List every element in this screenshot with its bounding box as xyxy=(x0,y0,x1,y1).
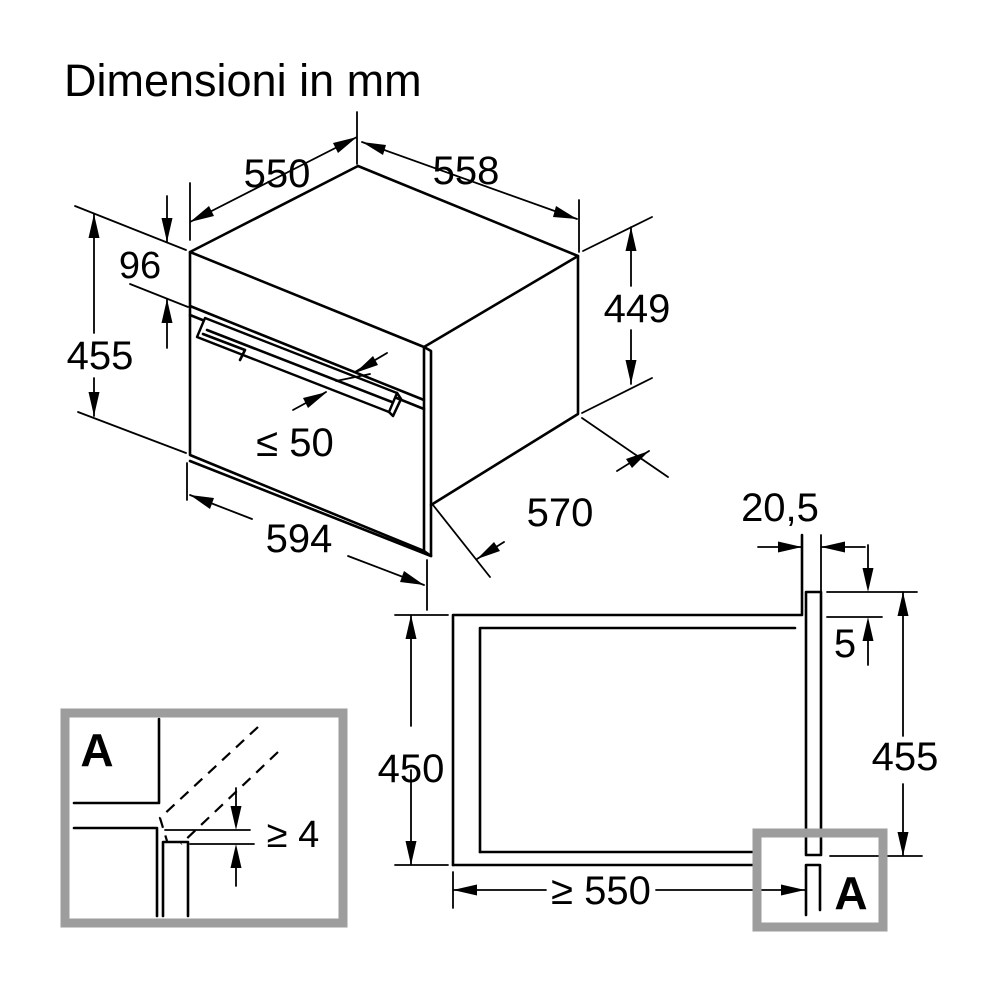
detail-open-door-dashed xyxy=(158,726,279,845)
detail-callout-box xyxy=(752,828,888,932)
dim-front-overhang: 20,5 xyxy=(741,486,819,530)
cabinet-outer-outline xyxy=(451,533,804,867)
detail-label: A xyxy=(80,724,113,776)
appliance-front-frame xyxy=(804,590,823,857)
dim-body-depth: 570 xyxy=(527,491,594,535)
detail-callout-label: A xyxy=(834,867,867,919)
cabinet-bottom-panel xyxy=(451,850,759,867)
dim-panel-height: 96 xyxy=(119,245,161,287)
dim-front-height: 455 xyxy=(67,334,134,378)
door-handle-mount xyxy=(201,332,247,362)
oven-door-bottom-edge xyxy=(188,459,433,558)
dim-top-overlap: 5 xyxy=(834,622,856,666)
dim-niche-depth: ≥ 550 xyxy=(551,869,651,913)
cabinet-inner-outline xyxy=(478,626,797,854)
dim-frame-height: 455 xyxy=(872,735,939,779)
dim-handle-clearance: ≤ 50 xyxy=(256,421,334,465)
oven-right-face-edges xyxy=(429,254,580,507)
detail-border xyxy=(60,708,348,928)
detail-upper-panel xyxy=(72,717,161,805)
oven-door-face xyxy=(188,250,426,553)
detail-view-a: A ≥ 4 xyxy=(60,708,348,928)
page-title: Dimensioni in mm xyxy=(64,55,422,106)
detail-lower-panel xyxy=(72,826,159,918)
isometric-oven-view: 550 558 96 455 ≤ 50 594 570 xyxy=(67,111,671,611)
niche-section-view: 20,5 5 450 455 ≥ 550 A xyxy=(378,486,939,932)
dim-top-width: 558 xyxy=(433,149,500,193)
dim-niche-height: 450 xyxy=(378,747,445,791)
appliance-frame-lower xyxy=(804,863,822,917)
dim-bottom-clearance: ≥ 4 xyxy=(267,814,320,856)
dim-top-depth: 550 xyxy=(244,152,311,196)
dim-body-height: 449 xyxy=(604,287,671,331)
dim-front-width: 594 xyxy=(266,517,333,561)
detail-door-lip xyxy=(161,840,190,918)
door-handle-edges xyxy=(205,328,403,418)
